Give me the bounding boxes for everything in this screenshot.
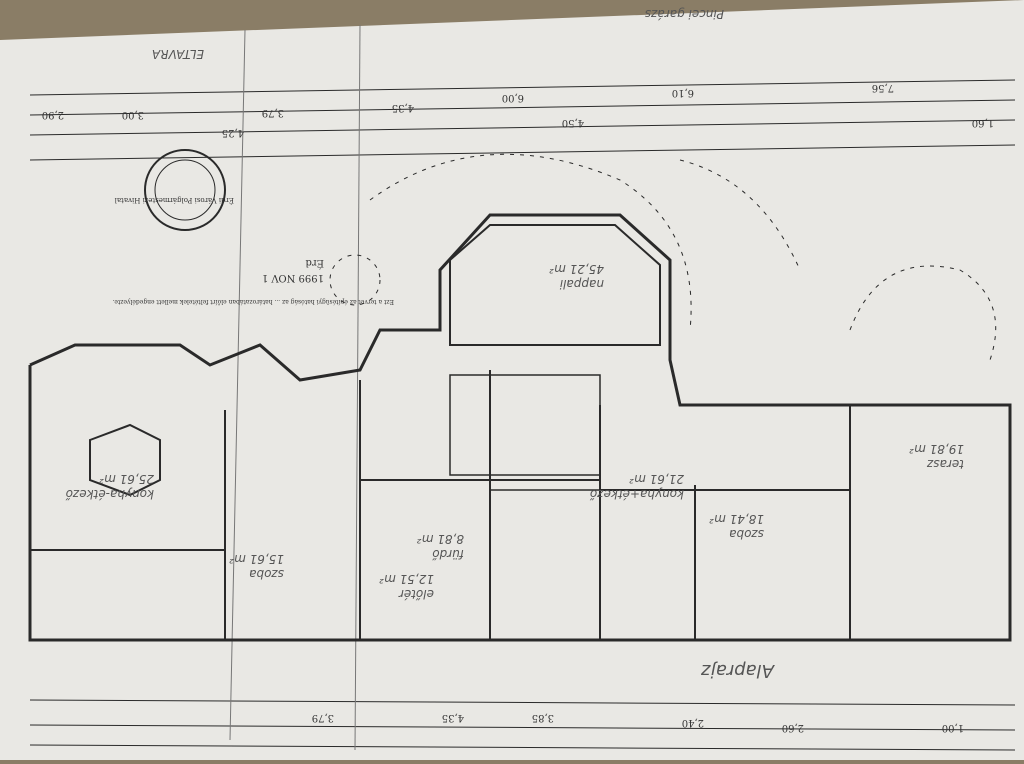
dimension-label: 4,50 [562, 117, 584, 128]
stamp-approval-text: Ezt a tervet az építésügyi hatóság az ..… [112, 298, 394, 305]
room-label: szoba [729, 527, 764, 541]
dimension-label: 3,85 [532, 712, 554, 723]
dimension-label: 3,79 [312, 712, 334, 723]
dimension-label: 1,60 [972, 117, 994, 128]
dimension-label: 3,00 [122, 109, 144, 120]
room-area: 45,21 m² [549, 262, 604, 276]
dimension-label: 2,40 [682, 717, 704, 728]
walls [28, 213, 1012, 642]
stamp-date: 1999 NOV 1 [262, 272, 324, 283]
room-label: fürdő [432, 547, 464, 561]
dimension-label: 2,90 [42, 109, 64, 120]
room-label: szoba [249, 567, 284, 581]
dimension-label: 3,79 [262, 107, 284, 118]
dimensions-bottom: 3,79 4,35 3,85 2,40 2,60 1,00 [312, 712, 964, 733]
room-area: 18,41 m² [709, 512, 764, 526]
garden-outlines [329, 153, 997, 361]
room-label: terasz [926, 457, 964, 471]
stamp-authority: Érdi Városi Polgármesteri Hivatal [114, 196, 234, 205]
dimension-label: 2,60 [782, 722, 804, 733]
approval-stamp [144, 149, 226, 231]
dimension-lines-top [29, 24, 1016, 751]
room-label: konyha+étkező [589, 487, 684, 501]
dimension-label: 1,00 [942, 722, 964, 733]
room-label: előtér [398, 587, 434, 601]
dimension-label: 4,35 [442, 712, 464, 723]
stamp-place: Érd [305, 257, 324, 269]
header-note: ELTAVRA [152, 47, 204, 61]
dimension-label: 7,56 [872, 82, 894, 93]
room-area: 19,81 m² [909, 442, 964, 456]
dimension-label: 6,00 [502, 92, 524, 103]
top-note: Pincei garázs [645, 7, 724, 21]
room-area: 25,61 m² [99, 472, 154, 486]
dimension-label: 6,10 [672, 87, 694, 98]
dimension-label: 4,25 [222, 127, 244, 138]
room-area: 15,61 m² [229, 552, 284, 566]
footer-label: Alaprajz [701, 660, 775, 681]
room-area: 8,81 m² [417, 532, 464, 546]
room-label: konyha-étkező [65, 487, 154, 501]
dimensions-top: 2,90 3,00 4,25 3,79 4,35 6,00 4,50 6,10 … [42, 82, 994, 138]
room-label: nappali [559, 277, 604, 291]
room-area: 12,51 m² [379, 572, 434, 586]
room-area: 21,61 m² [629, 472, 684, 486]
dimension-label: 4,35 [392, 102, 414, 113]
